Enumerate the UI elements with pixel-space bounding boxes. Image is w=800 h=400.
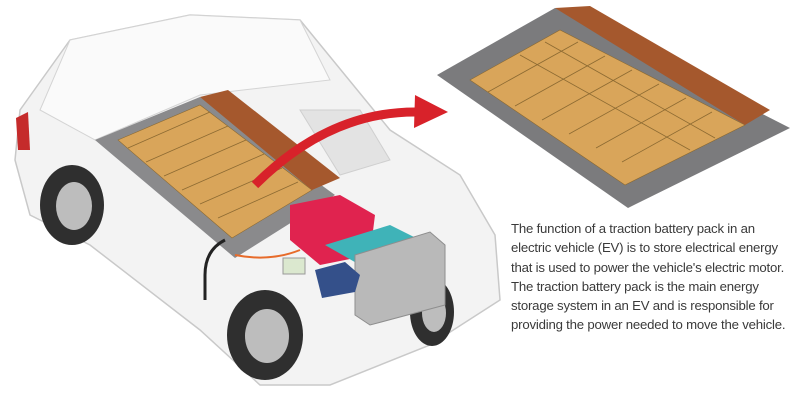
caption-line: The traction battery pack is the main en… (511, 278, 759, 294)
caption-line: electric vehicle (EV) is to store electr… (511, 240, 778, 256)
car-battery-pack (95, 90, 340, 258)
car-roof (39, 14, 331, 141)
caption-line: storage system in an EV and is responsib… (511, 298, 774, 314)
front-wheel-rim (245, 309, 289, 363)
radiator (354, 231, 446, 326)
battery-12v (315, 262, 360, 298)
charging-cable (203, 238, 226, 300)
pack-brown-modules (555, 6, 770, 125)
orange-cable (234, 249, 301, 259)
battery-description: The function of a traction battery pack … (511, 219, 800, 335)
charger-module (282, 257, 306, 275)
rear-wheel-rim (56, 182, 92, 230)
battery-brown-modules (200, 90, 340, 190)
caption-line: providing the power needed to move the v… (511, 317, 786, 333)
inverter (325, 225, 420, 265)
caption-line: The function of a traction battery pack … (511, 221, 755, 236)
tail-light (16, 112, 30, 150)
red-arrow (251, 95, 448, 189)
windshield (299, 109, 391, 176)
caption-line: that is used to power the vehicle's elec… (511, 259, 785, 275)
pack-cell-lines (487, 41, 716, 163)
motor-components (203, 195, 446, 326)
detached-battery-pack (437, 6, 790, 208)
